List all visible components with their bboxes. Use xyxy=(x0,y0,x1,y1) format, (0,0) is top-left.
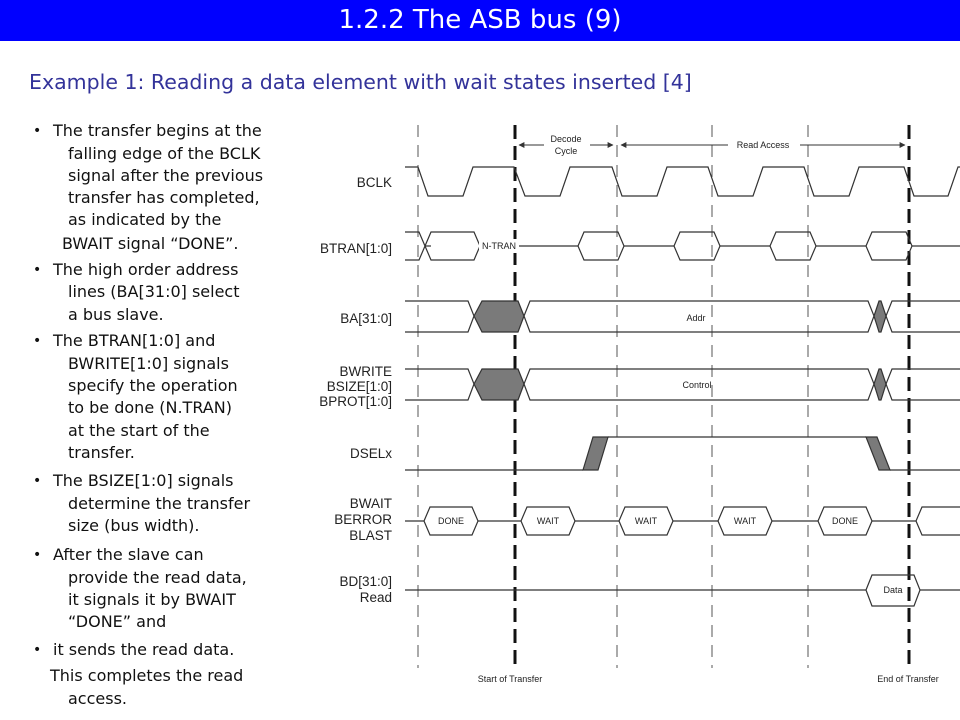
bullet-text: determine the transfer xyxy=(68,494,251,513)
signal-label-bd: BD[31:0] xyxy=(339,574,392,589)
slide-title: 1.2.2 The ASB bus (9) xyxy=(0,0,960,41)
bullet-text: BWAIT signal “DONE”. xyxy=(62,234,239,253)
bwait-value-done: DONE xyxy=(438,516,464,526)
bullet-text: BWRITE[1:0] signals xyxy=(68,354,229,373)
bullet-text: transfer has completed, xyxy=(68,188,260,207)
signal-label-bwait: BWAIT xyxy=(350,496,392,511)
bullet-marker: • xyxy=(33,473,42,489)
bd-value-data: Data xyxy=(883,585,902,595)
bullet-text: access. xyxy=(68,689,127,708)
transfer-boundary-lines xyxy=(513,125,911,668)
bullet-marker: • xyxy=(33,123,42,139)
signal-label-berror: BERROR xyxy=(334,512,392,527)
ba-value-addr: Addr xyxy=(686,313,705,323)
signal-label-blast: BLAST xyxy=(349,528,392,543)
bullet-text: size (bus width). xyxy=(68,516,200,535)
bwait-value-wait: WAIT xyxy=(635,516,658,526)
bwrite-value-control: Control xyxy=(682,380,711,390)
signal-label-bsize: BSIZE[1:0] xyxy=(327,379,392,394)
bullet-text: The high order address xyxy=(53,260,239,279)
bwait-value-done: DONE xyxy=(832,516,858,526)
decode-phase-label: Cycle xyxy=(555,146,578,156)
bullet-text: After the slave can xyxy=(53,545,204,564)
decode-phase-label: Decode xyxy=(550,134,581,144)
bullet-marker: • xyxy=(33,642,42,658)
bullet-text: specify the operation xyxy=(68,376,238,395)
bullet-text: it sends the read data. xyxy=(53,640,235,659)
bwait-value-wait: WAIT xyxy=(537,516,560,526)
bwait-value-wait: WAIT xyxy=(734,516,757,526)
bullet-list: • The transfer begins at the falling edg… xyxy=(0,0,330,720)
bullet-text: at the start of the xyxy=(68,421,210,440)
dsel-waveform xyxy=(405,436,960,471)
bullet-text: The transfer begins at the xyxy=(53,121,262,140)
bullet-text: as indicated by the xyxy=(68,210,222,229)
btran-value-ntran: N-TRAN xyxy=(482,241,516,251)
bullet-text: it signals it by BWAIT xyxy=(68,590,236,609)
read-phase-label: Read Access xyxy=(737,140,790,150)
signal-label-bd-read: Read xyxy=(360,590,392,605)
signal-label-btran: BTRAN[1:0] xyxy=(320,241,392,256)
signal-label-dsel: DSELx xyxy=(350,446,392,461)
bullet-text: falling edge of the BCLK xyxy=(68,144,261,163)
bullet-marker: • xyxy=(33,333,42,349)
signal-label-ba: BA[31:0] xyxy=(340,311,392,326)
bullet-text: The BSIZE[1:0] signals xyxy=(53,471,234,490)
bullet-text: lines (BA[31:0] select xyxy=(68,282,240,301)
bullet-text: signal after the previous xyxy=(68,166,264,185)
bullet-text: “DONE” and xyxy=(68,612,167,631)
signal-label-bwrite: BWRITE xyxy=(340,364,393,379)
bullet-text: transfer. xyxy=(68,443,135,462)
bullet-marker: • xyxy=(33,547,42,563)
bd-waveform xyxy=(405,574,960,607)
start-of-transfer-label: Start of Transfer xyxy=(478,674,543,684)
ba-waveform xyxy=(405,300,960,333)
bullet-text: to be done (N.TRAN) xyxy=(68,398,232,417)
bullet-marker: • xyxy=(33,262,42,278)
timing-diagram: Decode Cycle Read Access BCLK BTRAN[1:0]… xyxy=(320,125,960,684)
bullet-text: The BTRAN[1:0] and xyxy=(53,331,216,350)
signal-label-bclk: BCLK xyxy=(357,175,392,190)
cycle-gridlines xyxy=(417,125,809,668)
end-of-transfer-label: End of Transfer xyxy=(877,674,939,684)
slide-subtitle: Example 1: Reading a data element with w… xyxy=(29,70,692,94)
bwrite-waveform xyxy=(405,368,960,401)
signal-label-bprot: BPROT[1:0] xyxy=(320,394,392,409)
bclk-waveform xyxy=(405,166,960,197)
bullet-text: a bus slave. xyxy=(68,305,164,324)
bullet-text: This completes the read xyxy=(50,666,244,685)
bwait-waveform xyxy=(405,506,960,536)
bullet-text: provide the read data, xyxy=(68,568,247,587)
